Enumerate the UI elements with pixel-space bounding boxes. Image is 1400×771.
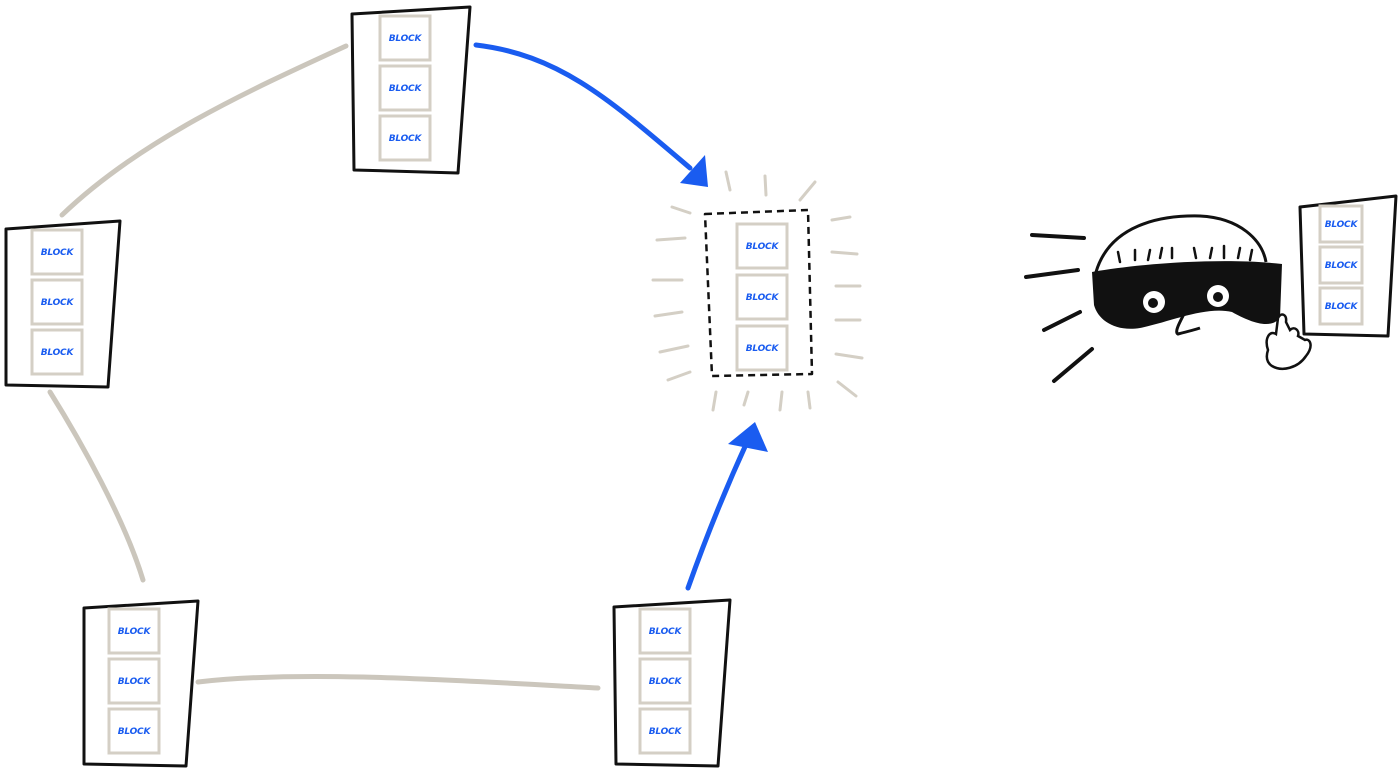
node-bottom-right: BLOCK BLOCK BLOCK [612, 598, 732, 768]
thief-hand [1265, 313, 1312, 370]
block: BLOCK [378, 114, 432, 162]
block: BLOCK [30, 278, 84, 326]
block-frame [1318, 204, 1364, 244]
thief-head-outline [1094, 214, 1268, 273]
block-label: BLOCK [389, 134, 423, 144]
block-frame [30, 278, 84, 326]
block-label: BLOCK [649, 627, 683, 637]
block-label: BLOCK [746, 344, 780, 354]
connection-top-left [59, 43, 349, 218]
block-label: BLOCK [746, 242, 780, 252]
block-frame [378, 14, 432, 62]
block-frame [638, 607, 692, 655]
arrow-bottom-to-candidate [685, 437, 751, 591]
block-label: BLOCK [649, 677, 683, 687]
block-frame [735, 273, 789, 321]
block-label: BLOCK [118, 627, 152, 637]
block: BLOCK [638, 707, 692, 755]
block: BLOCK [638, 607, 692, 655]
block: BLOCK [735, 273, 789, 321]
motion-lines [1024, 233, 1094, 383]
masked-thief-icon [1024, 214, 1312, 383]
node-candidate: BLOCK BLOCK BLOCK [703, 208, 814, 378]
block-frame [735, 324, 789, 372]
block-frame [638, 707, 692, 755]
node-bottom-left: BLOCK BLOCK BLOCK [82, 599, 200, 768]
block: BLOCK [1318, 204, 1364, 244]
block-label: BLOCK [1325, 302, 1359, 312]
block-frame [638, 657, 692, 705]
block-label: BLOCK [1325, 220, 1359, 230]
block: BLOCK [378, 64, 432, 112]
block-frame [30, 228, 84, 276]
block: BLOCK [638, 657, 692, 705]
peer-connections [47, 43, 601, 691]
block-frame [735, 222, 789, 270]
arrow-top-to-candidate [473, 42, 693, 171]
node-top: BLOCK BLOCK BLOCK [350, 5, 472, 175]
block-frame [378, 114, 432, 162]
block-frame [30, 328, 84, 376]
block-frame [1318, 286, 1364, 326]
propagation-arrows [473, 42, 768, 591]
arrow-head-bottom [728, 422, 768, 452]
block-label: BLOCK [389, 84, 423, 94]
block-frame [107, 657, 161, 705]
block-label: BLOCK [746, 293, 780, 303]
block: BLOCK [735, 222, 789, 270]
block: BLOCK [1318, 245, 1364, 285]
block: BLOCK [107, 707, 161, 755]
candidate-glow [651, 170, 864, 412]
block-frame [1318, 245, 1364, 285]
node-thief-copy: BLOCK BLOCK BLOCK [1298, 194, 1398, 338]
block-label: BLOCK [1325, 261, 1359, 271]
block-label: BLOCK [41, 298, 75, 308]
arrow-head-top [680, 155, 708, 187]
block-label: BLOCK [118, 727, 152, 737]
block: BLOCK [107, 607, 161, 655]
block-label: BLOCK [389, 34, 423, 44]
nodes-layer: BLOCKBLOCKBLOCKBLOCKBLOCKBLOCKBLOCKBLOCK… [4, 5, 1398, 768]
block-label: BLOCK [118, 677, 152, 687]
connection-left-bottomleft [47, 389, 146, 583]
thief-hair [1116, 244, 1254, 264]
thief-nose [1175, 311, 1201, 336]
block-label: BLOCK [649, 727, 683, 737]
thief-mask [1092, 261, 1282, 329]
block-label: BLOCK [41, 348, 75, 358]
block-frame [378, 64, 432, 112]
connection-bottomleft-bottomright [195, 673, 601, 691]
block: BLOCK [1318, 286, 1364, 326]
block: BLOCK [107, 657, 161, 705]
block-label: BLOCK [41, 248, 75, 258]
block: BLOCK [378, 14, 432, 62]
block-frame [107, 707, 161, 755]
block: BLOCK [735, 324, 789, 372]
block-frame [107, 607, 161, 655]
node-left: BLOCK BLOCK BLOCK [4, 219, 122, 389]
block: BLOCK [30, 228, 84, 276]
block: BLOCK [30, 328, 84, 376]
